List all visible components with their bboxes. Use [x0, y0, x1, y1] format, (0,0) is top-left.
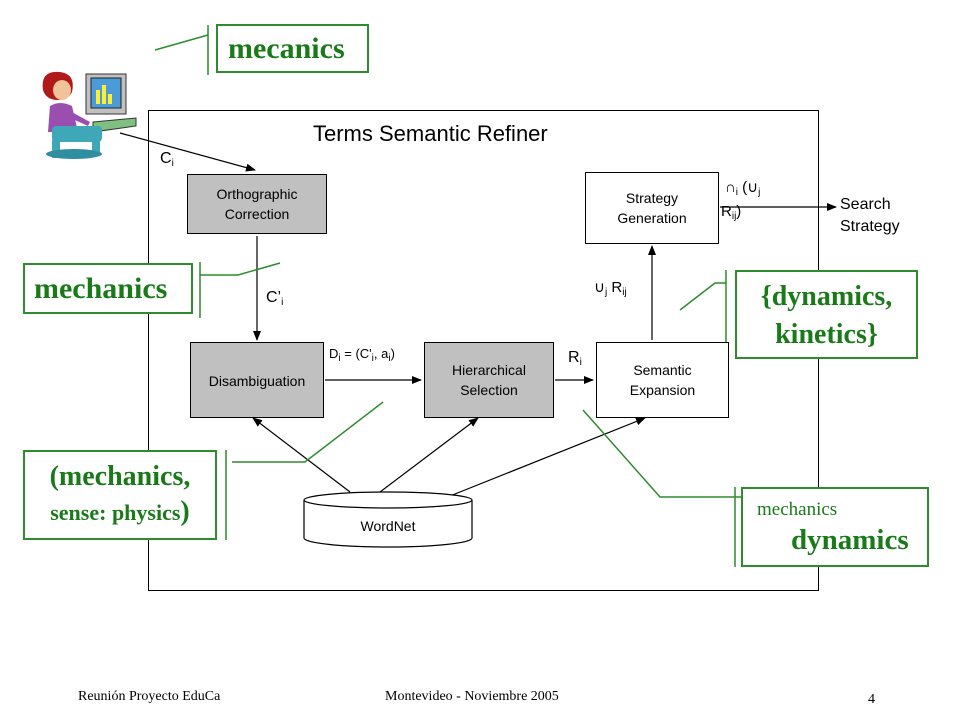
callout-mech-dyn	[582, 409, 742, 498]
callout-mechanics	[200, 262, 281, 276]
di-end: )	[390, 346, 395, 361]
union-sub: j	[604, 287, 608, 298]
cprime-label-sub: i	[281, 297, 284, 308]
rij-end: )	[736, 203, 742, 220]
strat-label-1: Strategy	[625, 190, 679, 206]
annotation-mechanics-text: mechanics	[34, 272, 168, 305]
arrow-wordnet-to-hier	[379, 417, 479, 493]
annotation-mechanics-dynamics: mechanics dynamics	[741, 487, 929, 567]
annotation-mechanics-sense: (mechanics, sense: physics)	[23, 450, 217, 540]
di-mid2: , a	[373, 346, 389, 361]
annotation-mecanics: mecanics	[216, 24, 369, 73]
ri-label: Ri	[568, 349, 582, 368]
di-sub: i	[338, 353, 341, 364]
disambiguation-label: Disambiguation	[208, 373, 306, 389]
strat-label-2: Generation	[617, 210, 687, 226]
ortho-label-1: Orthographic	[216, 186, 298, 202]
inter-sub2: j	[758, 187, 761, 198]
di-label: Di = (C'i, ai)	[329, 346, 395, 364]
sem-label-2: Expansion	[629, 382, 696, 398]
dyn-kin-line-2: kinetics}	[775, 319, 878, 350]
search-line-2: Strategy	[840, 218, 900, 235]
mech-dyn-line-1: mechanics	[757, 499, 838, 520]
mech-dyn-line-2: dynamics	[791, 524, 909, 556]
cprime-label-base: C’	[266, 289, 282, 306]
user-computer-icon	[42, 71, 137, 159]
cprime-label: C’i	[266, 289, 284, 308]
disambiguation-box: Disambiguation	[190, 342, 324, 418]
page-number: 4	[868, 692, 875, 707]
inter-sym: ∩	[725, 179, 736, 196]
footer-left: Reunión Proyecto EduCa	[78, 689, 221, 704]
union-rij-label: ∪j Rij	[594, 278, 627, 298]
arrow-wordnet-to-disamb	[252, 417, 351, 493]
annotation-mechanics: mechanics	[23, 263, 193, 314]
callout-mecanics	[154, 34, 209, 51]
ci-label-sub: i	[171, 158, 174, 169]
union-sym: ∪	[594, 279, 605, 296]
wordnet-label: WordNet	[360, 518, 416, 534]
arrow-wordnet-to-sem	[439, 417, 646, 501]
callout-dynamics	[679, 282, 726, 311]
di-sub3: i	[388, 353, 391, 364]
footer-center: Montevideo - Noviembre 2005	[385, 689, 559, 704]
rij-base: R	[721, 203, 732, 220]
mech-sense-line-2: sense: physics	[50, 500, 181, 525]
sem-label-1: Semantic	[633, 362, 692, 378]
arrow-user-to-ortho	[119, 132, 256, 172]
annotation-mecanics-text: mecanics	[228, 32, 345, 65]
mech-sense-end: )	[180, 496, 190, 527]
search-line-1: Search	[840, 196, 891, 213]
dyn-kin-line-1: {dynamics,	[760, 281, 893, 312]
union-r: R	[607, 279, 623, 296]
di-mid: = (C'	[340, 346, 372, 361]
ci-label-base: C	[160, 150, 172, 167]
di-sub2: i	[371, 353, 374, 364]
diagram-title: Terms Semantic Refiner	[313, 121, 548, 146]
ci-label: Ci	[160, 150, 174, 169]
di-base: D	[329, 346, 339, 361]
union-rsub: ij	[622, 287, 627, 298]
intersect-label: ∩i (∪j	[725, 178, 761, 198]
rij-label: Rij)	[721, 203, 742, 222]
wordnet-database-icon	[303, 491, 473, 548]
callout-mech-sense	[232, 401, 384, 463]
rij-sub: ij	[731, 211, 737, 222]
hier-label-2: Selection	[460, 382, 518, 398]
ortho-label-2: Correction	[224, 206, 290, 222]
inter-paren: (∪	[738, 179, 759, 196]
ri-base: R	[568, 349, 580, 366]
annotation-dynamics-kinetics: {dynamics, kinetics}	[735, 270, 918, 359]
inter-sub: i	[735, 187, 739, 198]
mech-sense-line-1: (mechanics,	[49, 461, 191, 492]
ri-sub: i	[579, 357, 582, 368]
hier-label-1: Hierarchical	[452, 362, 526, 378]
